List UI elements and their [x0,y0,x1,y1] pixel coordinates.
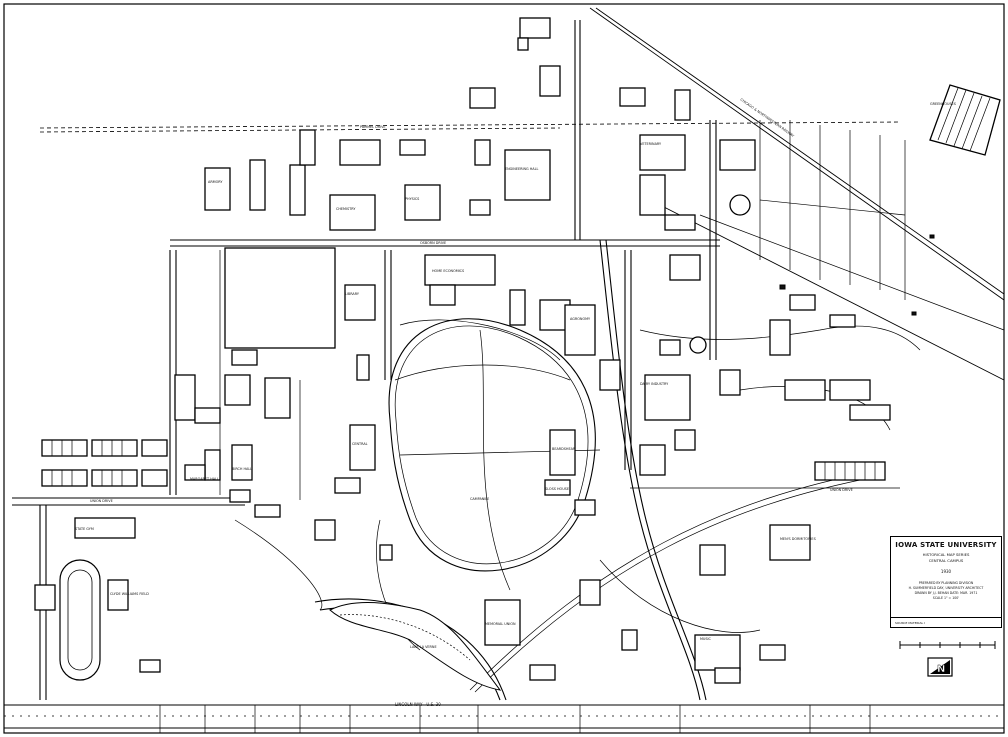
label-clyde: CLYDE WILLIAMS FIELD [110,592,149,596]
label-home-ec: HOME ECONOMICS [432,269,464,273]
temp-housing-right [814,461,886,481]
label-agronomy: AGRONOMY [570,317,591,321]
label-dairy: DAIRY INDUSTRY [640,382,669,386]
label-armory: ARMORY [208,180,223,184]
label-osborn: OSBORN DRIVE [420,241,446,245]
map-border [3,3,1005,734]
label-music: MUSIC [700,637,712,641]
label-library: LIBRARY [345,292,360,296]
label-campanile: CAMPANILE [470,497,489,501]
scale-bar [899,641,996,649]
label-state-gym: STATE GYM [75,527,94,531]
label-greenhouses: GREENHOUSES [930,102,956,106]
map-year: 1930 [940,569,952,574]
prepared-by: PREPARED BY PLANNING DIVISION [918,581,974,585]
pammel-drive-path [39,121,901,129]
buildings [34,17,935,684]
osborn-drive [170,239,720,247]
clyde-williams-track [59,559,101,681]
label-vet: VETERINARY [640,142,662,146]
label-margaret: MARGARET HALL [190,477,219,481]
architect: H. SUMMERFIELD DAY, UNIVERSITY ARCHITECT [908,586,984,590]
series-name: HISTORICAL MAP SERIES [922,552,970,557]
title-divider [891,617,1001,618]
source-material: SOURCE MATERIAL I [895,621,926,625]
label-sloss: SLOSS HOUSE [545,487,569,491]
drawn-by: DRAWN BY J.J. BEHAN DATE: MAR. 1971 [914,591,978,595]
label-railroad: CHICAGO & NORTHWESTERN RAILWAY [739,98,795,139]
temp-housing-left [41,439,168,487]
label-mu: MEMORIAL UNION [485,622,516,626]
label-beardshear: BEARDSHEAR [552,447,576,451]
union-drive [12,487,900,506]
label-birch: BIRCH HALL [232,467,252,471]
university-name: IOWA STATE UNIVERSITY [895,541,997,549]
greenhouse-rows [929,84,1001,156]
lincoln-way-road [4,704,1004,733]
label-central: CENTRAL [352,442,368,446]
label-physics: PHYSICS [405,197,419,201]
title-block: IOWA STATE UNIVERSITY HISTORICAL MAP SER… [890,536,1002,628]
label-dorms: MEN'S DORMITORIES [780,537,816,541]
label-union: UNION DRIVE [90,499,113,503]
east-fields [759,120,906,300]
label-lincoln-way: LINCOLN WAY - U.S. 30 [395,702,441,707]
map-subtitle: CENTRAL CAMPUS [928,558,964,563]
svg-text:N: N [937,664,945,675]
label-union-east: UNION DRIVE [830,488,853,492]
north-arrow-icon: N [927,657,953,677]
label-pammel: PAMMEL DRIVE [360,125,386,129]
railroad [589,7,1005,381]
vertical-roads [39,20,717,700]
scale-text: SCALE 1" = 100' [932,596,960,600]
label-engineering: ENGINEERING HALL [505,167,538,171]
label-lake: LAKE LA VERNE [410,645,437,649]
label-chemistry: CHEMISTRY [336,207,356,211]
lake-laverne [329,602,502,691]
